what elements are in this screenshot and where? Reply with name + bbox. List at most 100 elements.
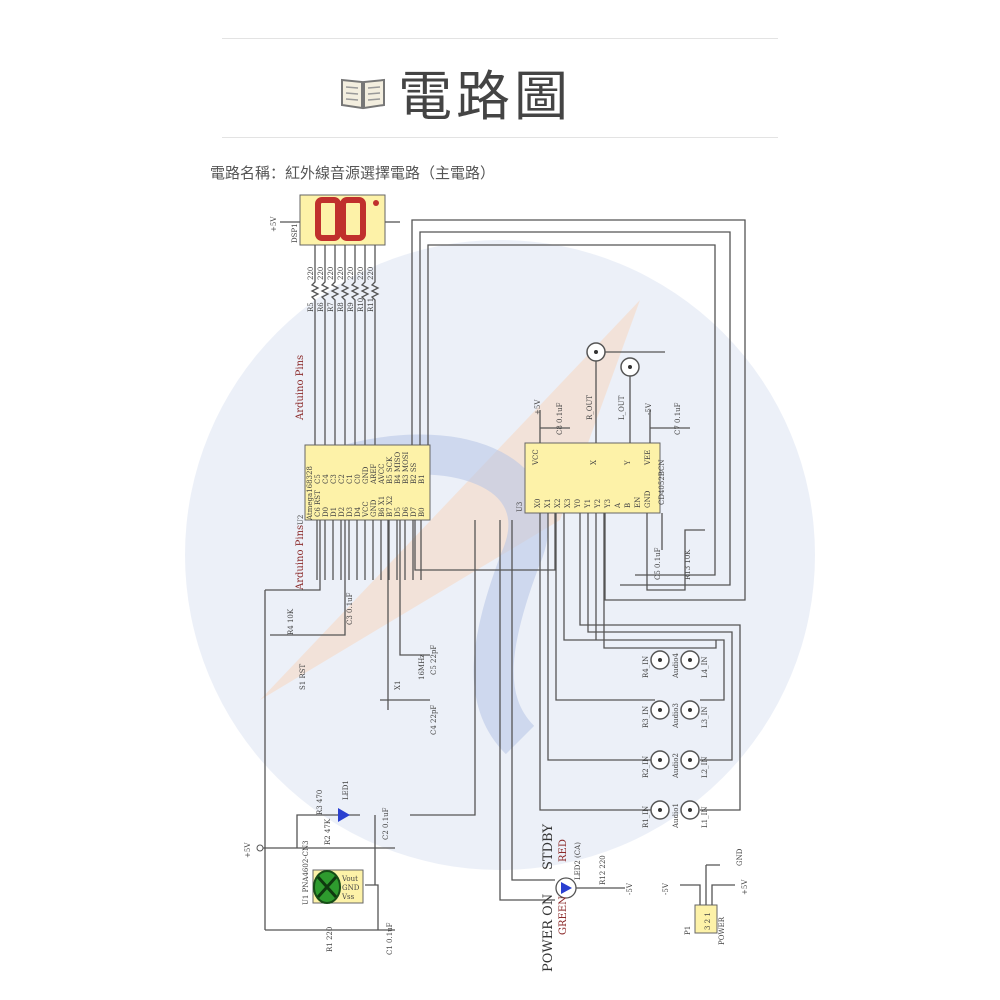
resistor-label: R5 <box>307 302 315 312</box>
mux-top-pin: VEE <box>644 450 652 466</box>
conn-pins: 3 2 1 <box>704 912 712 930</box>
jack-label: R3_IN <box>642 706 650 728</box>
mux-bottom-pin: GND <box>644 490 652 508</box>
mcu-bottom-pin: B7 X2 <box>386 496 394 517</box>
circuit-caption: 電路名稱：紅外線音源選擇電路（主電路） <box>210 164 496 182</box>
resistor-value: 220 <box>367 267 375 280</box>
top-divider <box>222 38 778 39</box>
mux-top-pin: X <box>590 460 598 465</box>
mcu-ref: U2 <box>297 515 305 525</box>
status-led: STDBY RED POWER ON GREEN LED2 (CA) R12 2… <box>541 824 634 972</box>
conn-ref: P1 <box>684 926 692 935</box>
mux-bottom-pin: Y2 <box>594 499 602 509</box>
mux-plus5: +5V <box>534 399 542 415</box>
conn-plus5: +5V <box>741 879 749 895</box>
mux-bottom-pin: A <box>614 502 622 509</box>
power-section: +5V R3 470 LED1 R2 47K C2 0.1uF Vout GND… <box>244 780 395 955</box>
mcu-top-pin: C5 <box>314 474 322 484</box>
mcu-part: Atmega168328 <box>306 466 314 521</box>
resistor-value: 220 <box>347 267 355 280</box>
ir-pin-gnd: GND <box>342 884 360 892</box>
green-label: GREEN <box>558 896 569 935</box>
led1-label: LED1 <box>342 780 350 800</box>
reset-switch: S1 RST <box>299 663 307 690</box>
mux-bottom-pin: X1 <box>544 499 552 508</box>
mcu-bottom-pin: D6 <box>402 506 410 517</box>
mcu-bottom-pin: D4 <box>354 506 362 517</box>
jack-label: R4_IN <box>642 656 650 678</box>
mux-top-pin: Y <box>624 460 632 466</box>
jack-label: R1_IN <box>642 806 650 828</box>
power-connector: 3 2 1 P1 POWER -5V +5V GND <box>662 848 749 945</box>
mcu-top-pin: B4 MISO <box>394 451 402 484</box>
resistor-value: 220 <box>327 267 335 280</box>
mcu-bottom-pin: D5 <box>394 507 402 517</box>
resistor-value: 220 <box>317 267 325 280</box>
mcu-top-pin: B1 <box>418 474 426 484</box>
stdby-label: STDBY <box>541 824 556 870</box>
resistor-value: 220 <box>307 267 315 280</box>
mux-bottom-pin: X0 <box>534 499 542 508</box>
red-label: RED <box>558 839 569 862</box>
display-supply: +5V <box>270 216 278 232</box>
mcu-bottom-pin: VCC <box>362 501 370 518</box>
mux-r13: R13 10K <box>684 549 692 580</box>
mcu-top-pin: C2 <box>338 474 346 484</box>
book-icon <box>341 78 385 109</box>
power-supply: +5V <box>244 842 252 858</box>
jack-label: L1_IN <box>701 807 709 829</box>
jack-label: L3_IN <box>701 707 709 729</box>
mcu-top-pin: B5 SCK <box>386 456 394 484</box>
resistor-label: R10 <box>357 298 365 312</box>
page-title: 電路圖 <box>338 52 572 131</box>
audio-name: Audio3 <box>672 703 680 729</box>
mux-bottom-pin: Y0 <box>574 499 582 509</box>
mux-minus5: -5V <box>645 402 653 415</box>
reset-c3: C3 0.1uF <box>346 592 354 625</box>
mcu-bottom-pin: B6 X1 <box>378 496 386 517</box>
mux-bottom-pin: Y3 <box>604 499 612 509</box>
mcu-top-pin: C4 <box>322 474 330 484</box>
mux-c5: C5 0.1uF <box>654 547 662 580</box>
led2-label: LED2 (CA) <box>574 842 582 880</box>
jack-label: R2_IN <box>642 756 650 778</box>
mux-part: CD4052BCN <box>658 459 666 505</box>
reset-r4: R4 10K <box>287 608 295 635</box>
ir-label: U1 PNA4602-CN3 <box>302 840 310 905</box>
resistor-label: R8 <box>337 302 345 312</box>
audio-name: Audio4 <box>672 653 680 679</box>
mux-bottom-pin: Y1 <box>584 499 592 509</box>
mux-u3: U3 CD4052BCN R_OUT L_OUT +5V -5V C8 0.1u… <box>516 342 705 591</box>
audio-name: Audio2 <box>672 753 680 779</box>
display-ref: DSP1 <box>291 223 299 243</box>
mcu-bottom-pin: D1 <box>330 507 338 517</box>
mux-c8: C8 0.1uF <box>556 402 564 435</box>
r2-label: R2 47K <box>324 818 332 845</box>
c2-label: C2 0.1uF <box>382 807 390 840</box>
c1-label: C1 0.1uF <box>386 922 394 955</box>
conn-label: POWER <box>718 916 726 945</box>
conn-gnd: GND <box>736 848 744 866</box>
jack-label: L4_IN <box>701 657 709 679</box>
ir-pin-vss: Vss <box>341 893 355 901</box>
mcu-bottom-pin: D7 <box>410 507 418 517</box>
r12-label: R12 220 <box>599 855 607 885</box>
resistor-label: R7 <box>327 302 335 312</box>
crystal-c4: C4 22pF <box>430 705 438 735</box>
title-text: 電路圖 <box>398 65 572 128</box>
resistor-label: R9 <box>347 302 355 312</box>
audio-input-4: R4_IN L4_IN Audio4 <box>642 650 709 679</box>
mux-c7: C7 0.1uF <box>674 402 682 435</box>
arduino-pins-top: Arduino Pins <box>295 355 306 421</box>
seven-segment-display: DSP1 +5V <box>270 194 400 246</box>
mcu-u2: Atmega168328 U2 Arduino Pins Arduino Pin… <box>295 355 431 591</box>
resistor-value: 220 <box>357 267 365 280</box>
mcu-top-pin: AREF <box>370 464 378 485</box>
led-supply: -5V <box>626 882 634 895</box>
title-divider <box>222 137 778 138</box>
watermark-swoosh <box>260 300 640 700</box>
mcu-top-pin: C1 <box>346 474 354 484</box>
